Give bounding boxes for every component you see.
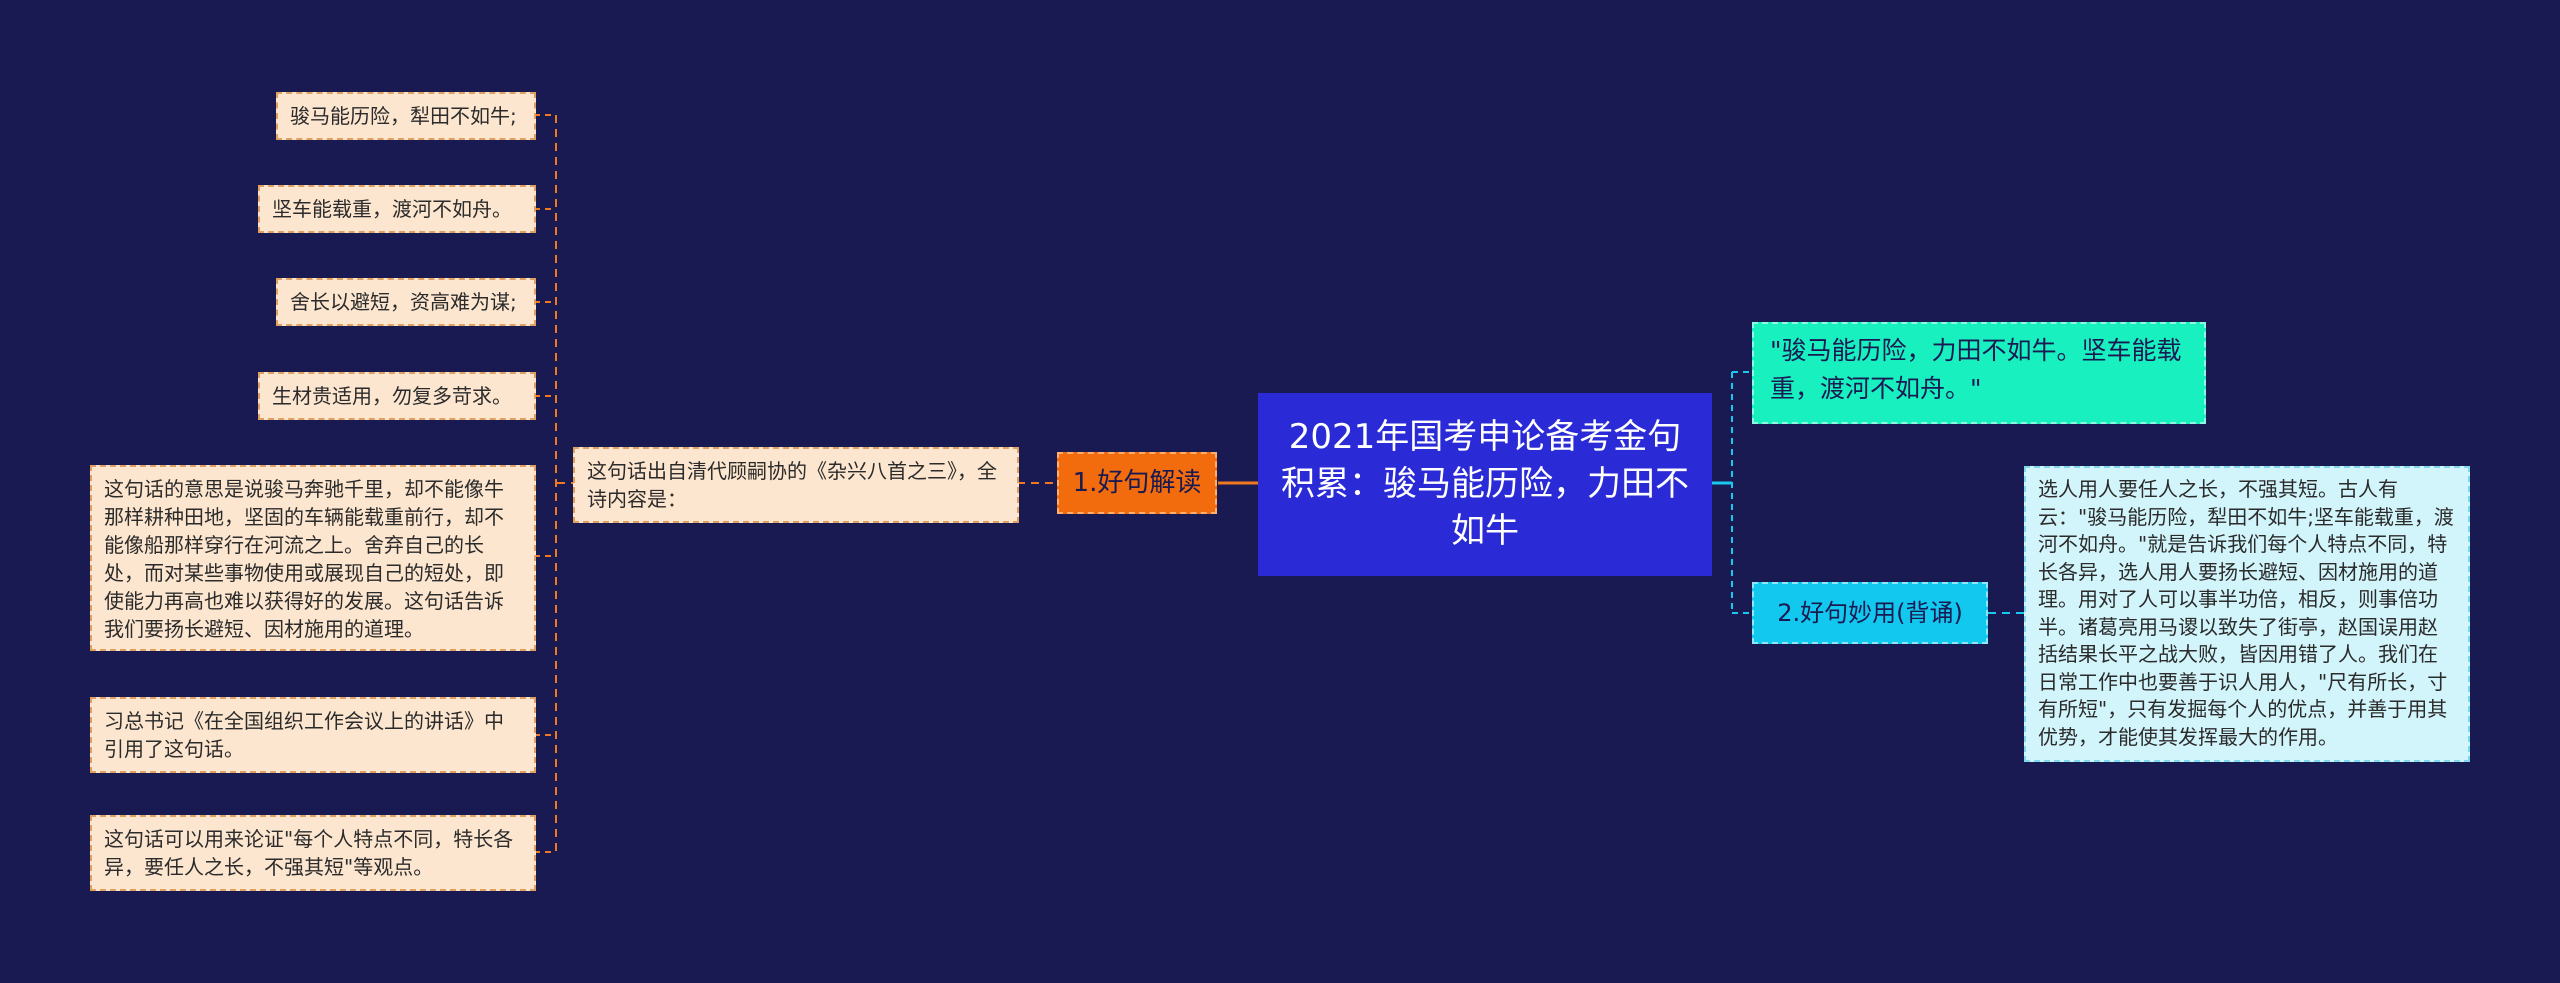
poem-line-2[interactable]: 坚车能载重，渡河不如舟。 [258, 185, 536, 233]
explanation-usage[interactable]: 这句话可以用来论证"每个人特点不同，特长各异，要任人之长，不强其短"等观点。 [90, 815, 536, 891]
poem-line-4[interactable]: 生材贵适用，勿复多苛求。 [258, 372, 536, 420]
explanation-meaning-text: 这句话的意思是说骏马奔驰千里，却不能像牛那样耕种田地，坚固的车辆能载重前行，却不… [104, 477, 504, 641]
branch-good-sentence-interpretation[interactable]: 1.好句解读 [1057, 452, 1217, 514]
central-topic-text: 2021年国考申论备考金句积累：骏马能历险，力田不如牛 [1281, 417, 1689, 551]
source-node[interactable]: 这句话出自清代顾嗣协的《杂兴八首之三》，全诗内容是： [573, 447, 1019, 523]
quote-node[interactable]: "骏马能历险，力田不如牛。坚车能载重，渡河不如舟。" [1752, 322, 2206, 424]
source-text: 这句话出自清代顾嗣协的《杂兴八首之三》，全诗内容是： [587, 459, 997, 511]
poem-line-3-text: 舍长以避短，资高难为谋; [290, 290, 517, 314]
poem-line-3[interactable]: 舍长以避短，资高难为谋; [276, 278, 536, 326]
poem-line-2-text: 坚车能载重，渡河不如舟。 [272, 197, 512, 221]
poem-line-1[interactable]: 骏马能历险，犁田不如牛; [276, 92, 536, 140]
branch-label: 1.好句解读 [1072, 468, 1202, 498]
usage-detail-node[interactable]: 选人用人要任人之长，不强其短。古人有云："骏马能历险，犁田不如牛;坚车能载重，渡… [2024, 466, 2470, 762]
central-topic[interactable]: 2021年国考申论备考金句积累：骏马能历险，力田不如牛 [1258, 393, 1712, 576]
explanation-citation[interactable]: 习总书记《在全国组织工作会议上的讲话》中引用了这句话。 [90, 697, 536, 773]
poem-line-4-text: 生材贵适用，勿复多苛求。 [272, 384, 512, 408]
explanation-meaning[interactable]: 这句话的意思是说骏马奔驰千里，却不能像牛那样耕种田地，坚固的车辆能载重前行，却不… [90, 465, 536, 651]
explanation-usage-text: 这句话可以用来论证"每个人特点不同，特长各异，要任人之长，不强其短"等观点。 [104, 827, 514, 879]
branch-label: 2.好句妙用(背诵) [1777, 599, 1963, 627]
poem-line-1-text: 骏马能历险，犁田不如牛; [290, 104, 517, 128]
quote-text: "骏马能历险，力田不如牛。坚车能载重，渡河不如舟。" [1770, 336, 2182, 403]
explanation-citation-text: 习总书记《在全国组织工作会议上的讲话》中引用了这句话。 [104, 709, 504, 761]
branch-good-sentence-usage[interactable]: 2.好句妙用(背诵) [1752, 582, 1988, 644]
usage-detail-text: 选人用人要任人之长，不强其短。古人有云："骏马能历险，犁田不如牛;坚车能载重，渡… [2038, 477, 2454, 749]
